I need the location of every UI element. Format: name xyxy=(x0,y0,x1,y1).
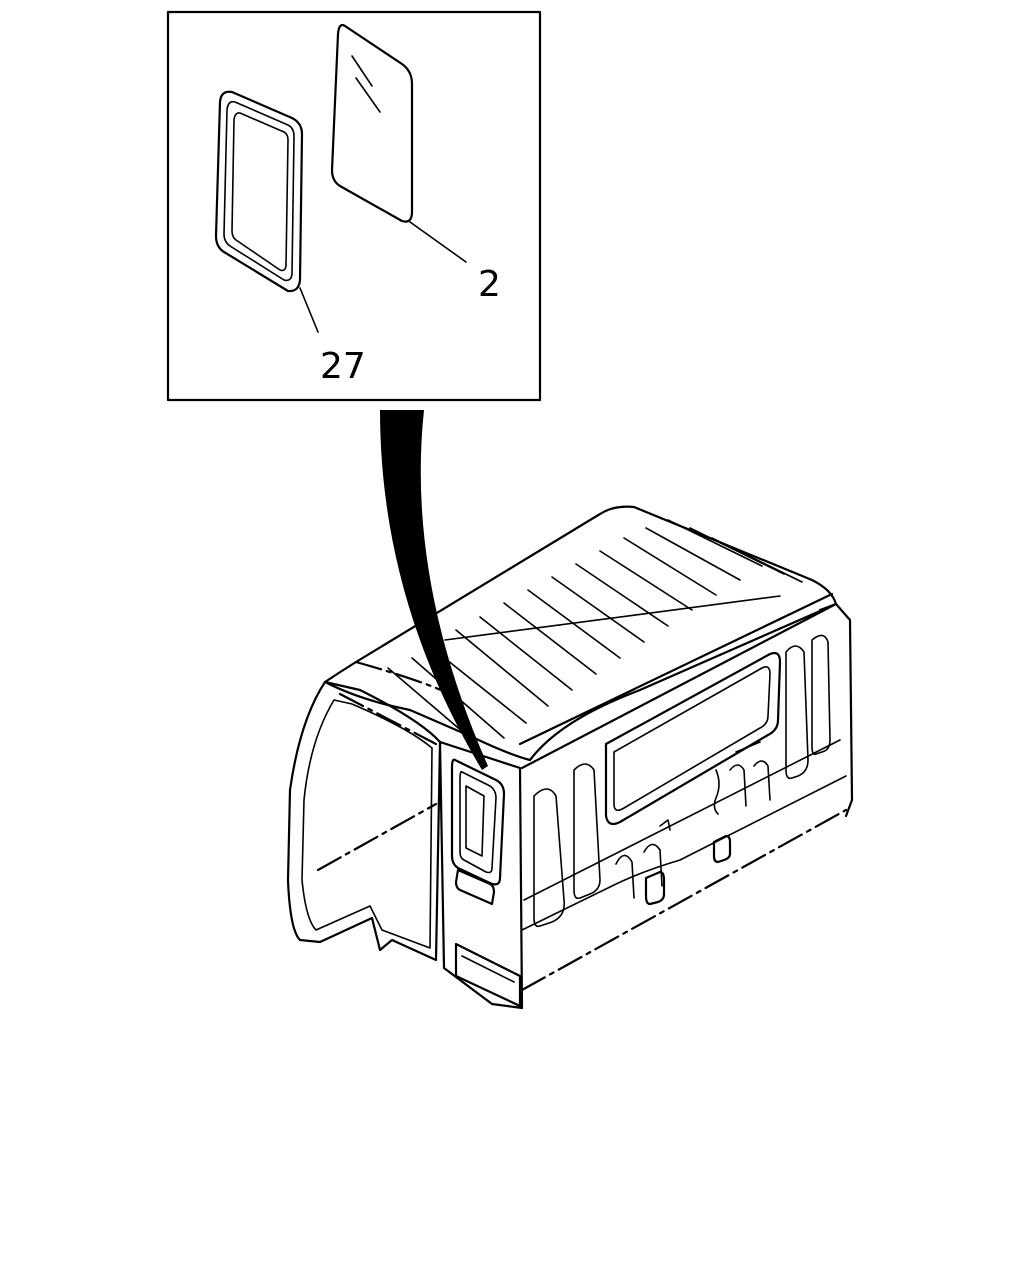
cab-body xyxy=(286,505,854,1010)
detail-pointer-arrow xyxy=(380,410,488,770)
weatherstrip-part xyxy=(214,90,304,293)
roof-ribs xyxy=(387,519,803,739)
callout-glass: 2 xyxy=(478,264,501,305)
detail-inset-frame xyxy=(166,10,542,402)
leader-line-glass xyxy=(409,221,467,263)
glass-part xyxy=(330,23,414,223)
callout-weatherstrip: 27 xyxy=(320,346,366,387)
leader-line-weatherstrip xyxy=(299,287,319,333)
detail-inset: 2 27 xyxy=(166,10,542,402)
